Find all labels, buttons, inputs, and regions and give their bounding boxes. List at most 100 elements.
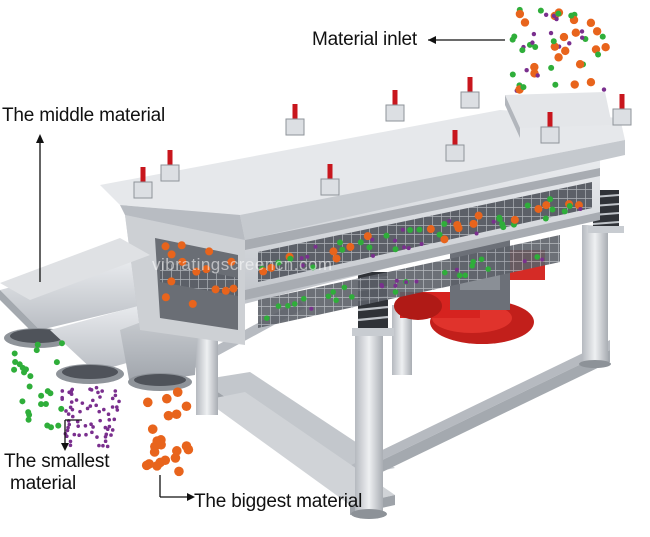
particle	[68, 439, 73, 444]
particle	[440, 235, 449, 244]
particle	[592, 27, 602, 36]
particle	[102, 407, 106, 412]
particle	[300, 263, 305, 268]
particle	[211, 285, 220, 294]
particle	[117, 399, 121, 404]
particle	[178, 257, 187, 266]
particle	[89, 422, 93, 427]
particle	[509, 36, 516, 43]
particle	[100, 389, 104, 393]
particle	[530, 62, 539, 72]
particle	[229, 284, 238, 293]
particle	[336, 239, 343, 246]
particle	[88, 404, 93, 408]
particle	[300, 295, 307, 302]
particle	[380, 284, 385, 289]
particle	[101, 443, 105, 448]
particle	[19, 398, 26, 405]
particle	[202, 265, 211, 274]
clamp	[612, 94, 632, 126]
particle	[441, 221, 448, 228]
particle	[601, 87, 607, 92]
particle	[601, 43, 610, 52]
particle	[172, 387, 183, 397]
particle	[115, 405, 119, 409]
particle	[167, 277, 176, 286]
particle	[275, 303, 282, 309]
particle	[115, 408, 120, 412]
particle	[570, 80, 579, 89]
particle	[267, 263, 276, 272]
particle	[167, 250, 176, 259]
particle	[97, 409, 102, 414]
particle	[534, 254, 540, 260]
particle	[392, 289, 399, 295]
particle	[325, 293, 332, 300]
arrow-biggest	[159, 475, 195, 501]
particle	[454, 224, 463, 233]
clamp	[445, 130, 465, 162]
particle	[91, 425, 95, 429]
particle	[27, 373, 34, 380]
particle	[155, 457, 165, 468]
particle	[55, 422, 62, 429]
particle	[543, 12, 549, 17]
particle	[60, 397, 64, 401]
particle	[107, 418, 112, 422]
arrow-inlet	[428, 36, 505, 44]
particle	[392, 246, 399, 253]
particle	[554, 53, 563, 62]
particle	[462, 272, 469, 279]
particle	[586, 18, 596, 28]
particle	[285, 303, 291, 309]
particle	[510, 215, 519, 224]
particle	[53, 359, 60, 366]
particle	[91, 398, 95, 403]
label-material-inlet: Material inlet	[312, 29, 417, 50]
particle	[227, 257, 236, 266]
particle	[333, 297, 339, 304]
particle	[105, 427, 110, 432]
particle	[478, 256, 485, 263]
particle	[357, 239, 364, 246]
particle	[113, 393, 118, 398]
particle	[447, 219, 452, 224]
particle	[67, 390, 71, 395]
particle	[38, 401, 45, 408]
particle	[106, 412, 111, 417]
particle	[393, 238, 398, 243]
particle	[537, 7, 544, 14]
particle	[113, 389, 118, 393]
particle	[456, 272, 463, 279]
particle	[147, 424, 158, 434]
particle	[33, 347, 40, 354]
particle	[21, 369, 28, 376]
particle	[474, 211, 483, 220]
particle	[552, 81, 559, 88]
particle	[579, 35, 585, 40]
particle	[291, 301, 298, 307]
particle	[555, 10, 562, 17]
particle	[103, 439, 108, 443]
particle	[299, 256, 304, 261]
clamp	[540, 112, 560, 144]
particle	[25, 416, 32, 423]
particle	[530, 40, 535, 45]
particle	[84, 432, 88, 437]
particle	[542, 215, 549, 222]
particle	[575, 60, 585, 69]
particle	[287, 255, 294, 262]
particle	[436, 231, 443, 238]
particle	[48, 424, 55, 431]
particle	[172, 446, 182, 456]
particle	[162, 393, 172, 404]
material-particles	[11, 6, 610, 477]
particle	[550, 42, 560, 51]
particle	[454, 267, 459, 272]
particle	[90, 430, 94, 435]
particle	[171, 409, 182, 420]
particle	[349, 294, 355, 300]
particle	[60, 389, 65, 393]
